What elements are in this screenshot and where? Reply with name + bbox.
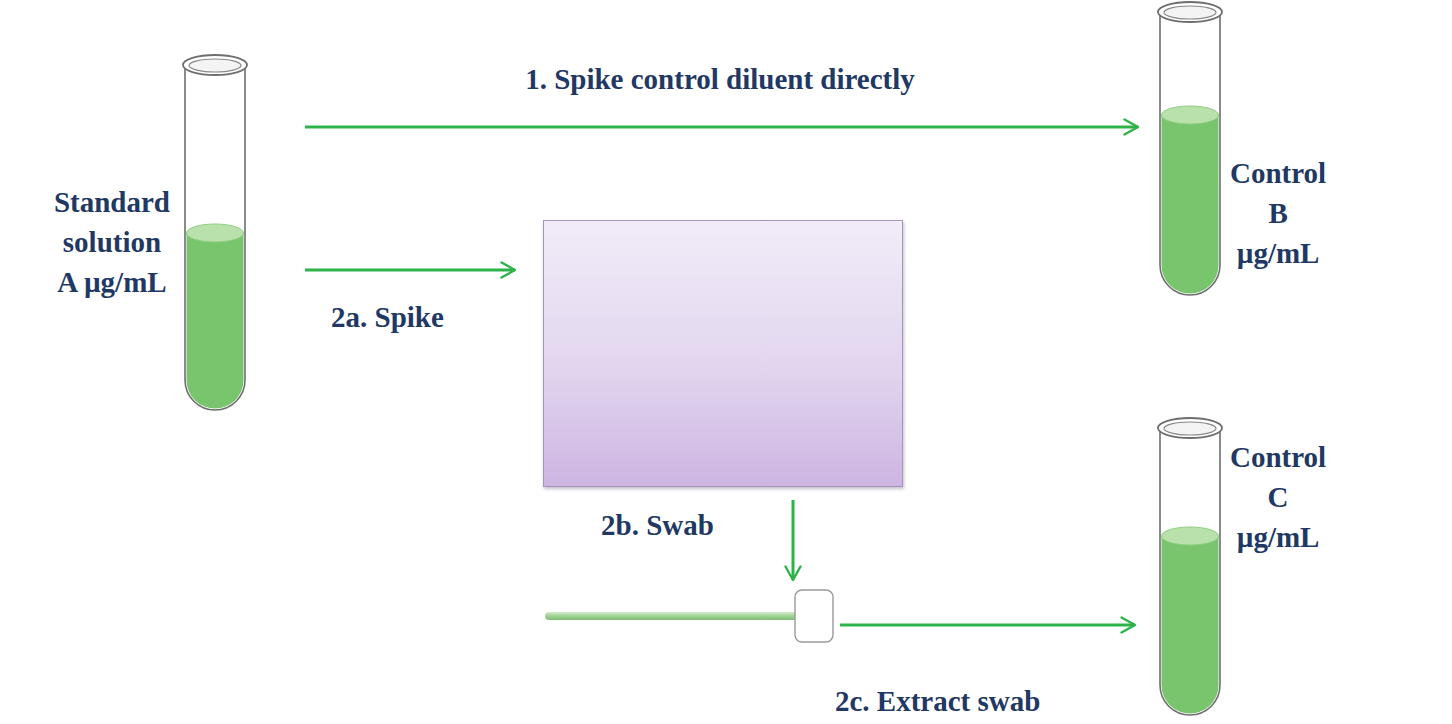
flow-arrow — [792, 500, 795, 580]
step-label: 1. Spike control diluent directly — [522, 62, 918, 97]
meniscus — [187, 224, 244, 242]
tube-body — [1160, 12, 1220, 295]
tube-label-text: Control B µg/mL — [1230, 153, 1326, 273]
tube-opening — [189, 59, 241, 72]
liquid — [187, 233, 244, 409]
control-tube: Control C µg/mL — [1150, 415, 1350, 720]
tube-rim — [183, 55, 247, 75]
step-label: 2c. Extract swab — [832, 684, 1043, 719]
swab-stick — [545, 612, 800, 620]
flow-arrow — [305, 126, 1138, 129]
tube-label: Standard solution A µg/mL — [54, 182, 170, 302]
step-label: 2a. Spike — [328, 300, 447, 335]
liquid — [1162, 115, 1219, 294]
tube-label-text: Control C µg/mL — [1230, 437, 1326, 557]
tube-rim — [1158, 418, 1222, 438]
tube-label: Control C µg/mL — [1230, 437, 1326, 557]
swab — [545, 588, 835, 644]
meniscus — [1162, 527, 1219, 545]
swab-head — [795, 590, 833, 642]
meniscus — [1162, 106, 1219, 124]
tube-opening — [1164, 6, 1216, 19]
control-tube: Control B µg/mL — [1150, 0, 1350, 300]
tube-body — [185, 65, 245, 410]
liquid — [1162, 536, 1219, 714]
test-surface — [543, 220, 903, 487]
tube-opening — [1164, 422, 1216, 435]
tube-label: Control B µg/mL — [1230, 153, 1326, 273]
step-label: 2b. Swab — [598, 508, 717, 543]
tube-body — [1160, 428, 1220, 715]
standard-tube: Standard solution A µg/mL — [20, 50, 255, 415]
flow-arrow — [305, 269, 515, 272]
flow-arrow — [840, 624, 1135, 627]
tube-rim — [1158, 2, 1222, 22]
tube-label-text: Standard solution A µg/mL — [54, 182, 170, 302]
swab-drawing — [545, 588, 835, 644]
